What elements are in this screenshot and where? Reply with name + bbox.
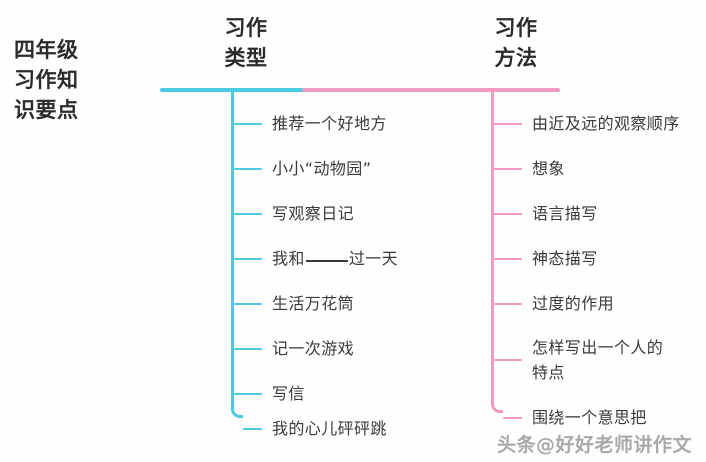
fill-in-blank bbox=[305, 260, 348, 262]
root-node-line-2: 习作知 bbox=[14, 67, 79, 92]
item-label-line-2: 特点 bbox=[532, 362, 565, 382]
item-label: 我的心儿砰砰跳 bbox=[272, 419, 387, 438]
item-label: 过度的作用 bbox=[532, 294, 615, 313]
connector-tick-icon bbox=[494, 213, 522, 215]
list-item[interactable]: 怎样写出一个人的 特点 bbox=[491, 336, 663, 386]
branch-spine-writing-types bbox=[231, 88, 243, 418]
connector-tick-icon bbox=[234, 168, 262, 170]
connector-tick-icon bbox=[234, 303, 262, 305]
item-label: 神态描写 bbox=[532, 249, 598, 268]
root-node-line-1: 四年级 bbox=[14, 38, 79, 62]
connector-tick-icon bbox=[234, 393, 262, 395]
item-label: 写信 bbox=[272, 384, 305, 403]
list-item[interactable]: 记一次游戏 bbox=[231, 337, 354, 362]
connector-tick-icon bbox=[234, 123, 262, 125]
list-item[interactable]: 语言描写 bbox=[491, 202, 598, 227]
connector-tick-icon bbox=[494, 123, 522, 125]
item-label-with-blank: 我和 过一天 bbox=[272, 247, 398, 272]
item-label: 推荐一个好地方 bbox=[272, 114, 387, 133]
root-node[interactable]: 四年级 习作知 识要点 bbox=[14, 36, 154, 125]
item-label-suffix: 过一天 bbox=[348, 249, 399, 268]
list-item[interactable]: 写信 bbox=[231, 382, 305, 407]
branch-spine-writing-methods bbox=[491, 88, 503, 413]
item-label: 围绕一个意思把 bbox=[532, 408, 647, 427]
root-node-line-3: 识要点 bbox=[14, 97, 79, 122]
branch-title-writing-methods-line-2: 方法 bbox=[494, 45, 538, 70]
watermark: 头条@好好老师讲作文 bbox=[497, 434, 693, 456]
connector-tick-icon bbox=[494, 258, 522, 260]
list-item[interactable]: 推荐一个好地方 bbox=[231, 112, 387, 137]
list-item[interactable]: 神态描写 bbox=[491, 247, 598, 272]
item-label: 想象 bbox=[532, 159, 565, 178]
connector-tick-icon bbox=[494, 359, 522, 361]
connector-tick-icon bbox=[494, 168, 522, 170]
branch-title-writing-methods[interactable]: 习作 方法 bbox=[476, 14, 556, 74]
item-label: 小小“动物园” bbox=[272, 159, 372, 178]
list-item[interactable]: 围绕一个意思把 bbox=[491, 406, 647, 431]
item-label: 怎样写出一个人的 特点 bbox=[532, 336, 663, 386]
item-label: 写观察日记 bbox=[272, 204, 355, 223]
connector-tick-icon bbox=[234, 258, 262, 260]
list-item[interactable]: 由近及远的观察顺序 bbox=[491, 112, 680, 137]
branch-title-writing-types[interactable]: 习作 类型 bbox=[206, 14, 286, 74]
list-item[interactable]: 小小“动物园” bbox=[231, 157, 371, 182]
connector-tick-icon bbox=[234, 213, 262, 215]
list-item[interactable]: 生活万花筒 bbox=[231, 292, 354, 317]
branch-title-writing-types-line-1: 习作 bbox=[224, 16, 268, 40]
connector-tick-icon bbox=[234, 348, 262, 350]
connector-tick-icon bbox=[494, 303, 522, 305]
item-label: 生活万花筒 bbox=[272, 294, 355, 313]
item-label-line-1: 怎样写出一个人的 bbox=[532, 338, 664, 357]
item-label: 由近及远的观察顺序 bbox=[532, 114, 680, 133]
item-label-prefix: 我和 bbox=[272, 249, 305, 268]
trunk-line-right bbox=[302, 88, 560, 92]
list-item[interactable]: 过度的作用 bbox=[491, 292, 614, 317]
branch-title-writing-methods-line-1: 习作 bbox=[494, 16, 538, 40]
list-item[interactable]: 想象 bbox=[491, 157, 565, 182]
list-item[interactable]: 我的心儿砰砰跳 bbox=[231, 417, 387, 442]
item-label: 语言描写 bbox=[532, 204, 598, 223]
list-item[interactable]: 我和 过一天 bbox=[231, 247, 398, 272]
list-item[interactable]: 写观察日记 bbox=[231, 202, 354, 227]
item-label: 记一次游戏 bbox=[272, 339, 355, 358]
branch-title-writing-types-line-2: 类型 bbox=[224, 45, 268, 70]
connector-tick-icon bbox=[503, 417, 522, 419]
connector-tick-icon bbox=[243, 428, 262, 430]
